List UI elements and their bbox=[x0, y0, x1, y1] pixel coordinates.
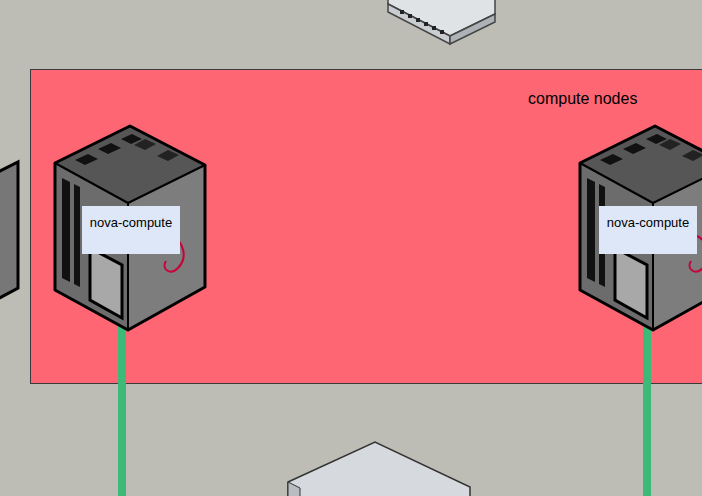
server-icon bbox=[55, 126, 205, 330]
region-title: compute nodes bbox=[528, 90, 637, 108]
switch-port bbox=[408, 14, 412, 18]
server-icon bbox=[580, 126, 702, 330]
region-band: compute nodes nova-compute nova-compute bbox=[30, 69, 702, 384]
switch-port bbox=[432, 26, 436, 30]
device-front bbox=[288, 482, 300, 496]
device-top bbox=[288, 442, 470, 496]
node-label: nova-compute bbox=[607, 215, 689, 230]
switch-port bbox=[416, 18, 420, 22]
switch-port bbox=[400, 10, 404, 14]
switch-port bbox=[424, 22, 428, 26]
server-partial bbox=[0, 162, 18, 301]
network-wire bbox=[118, 325, 126, 496]
network-wire bbox=[643, 325, 651, 496]
node-label: nova-compute bbox=[90, 215, 172, 230]
switch-port bbox=[440, 30, 444, 34]
switch-side bbox=[450, 14, 495, 44]
service-label: nova-compute bbox=[599, 206, 697, 254]
switch-ports bbox=[400, 10, 444, 34]
service-label: nova-compute bbox=[82, 206, 180, 254]
switch-front bbox=[388, 4, 450, 44]
